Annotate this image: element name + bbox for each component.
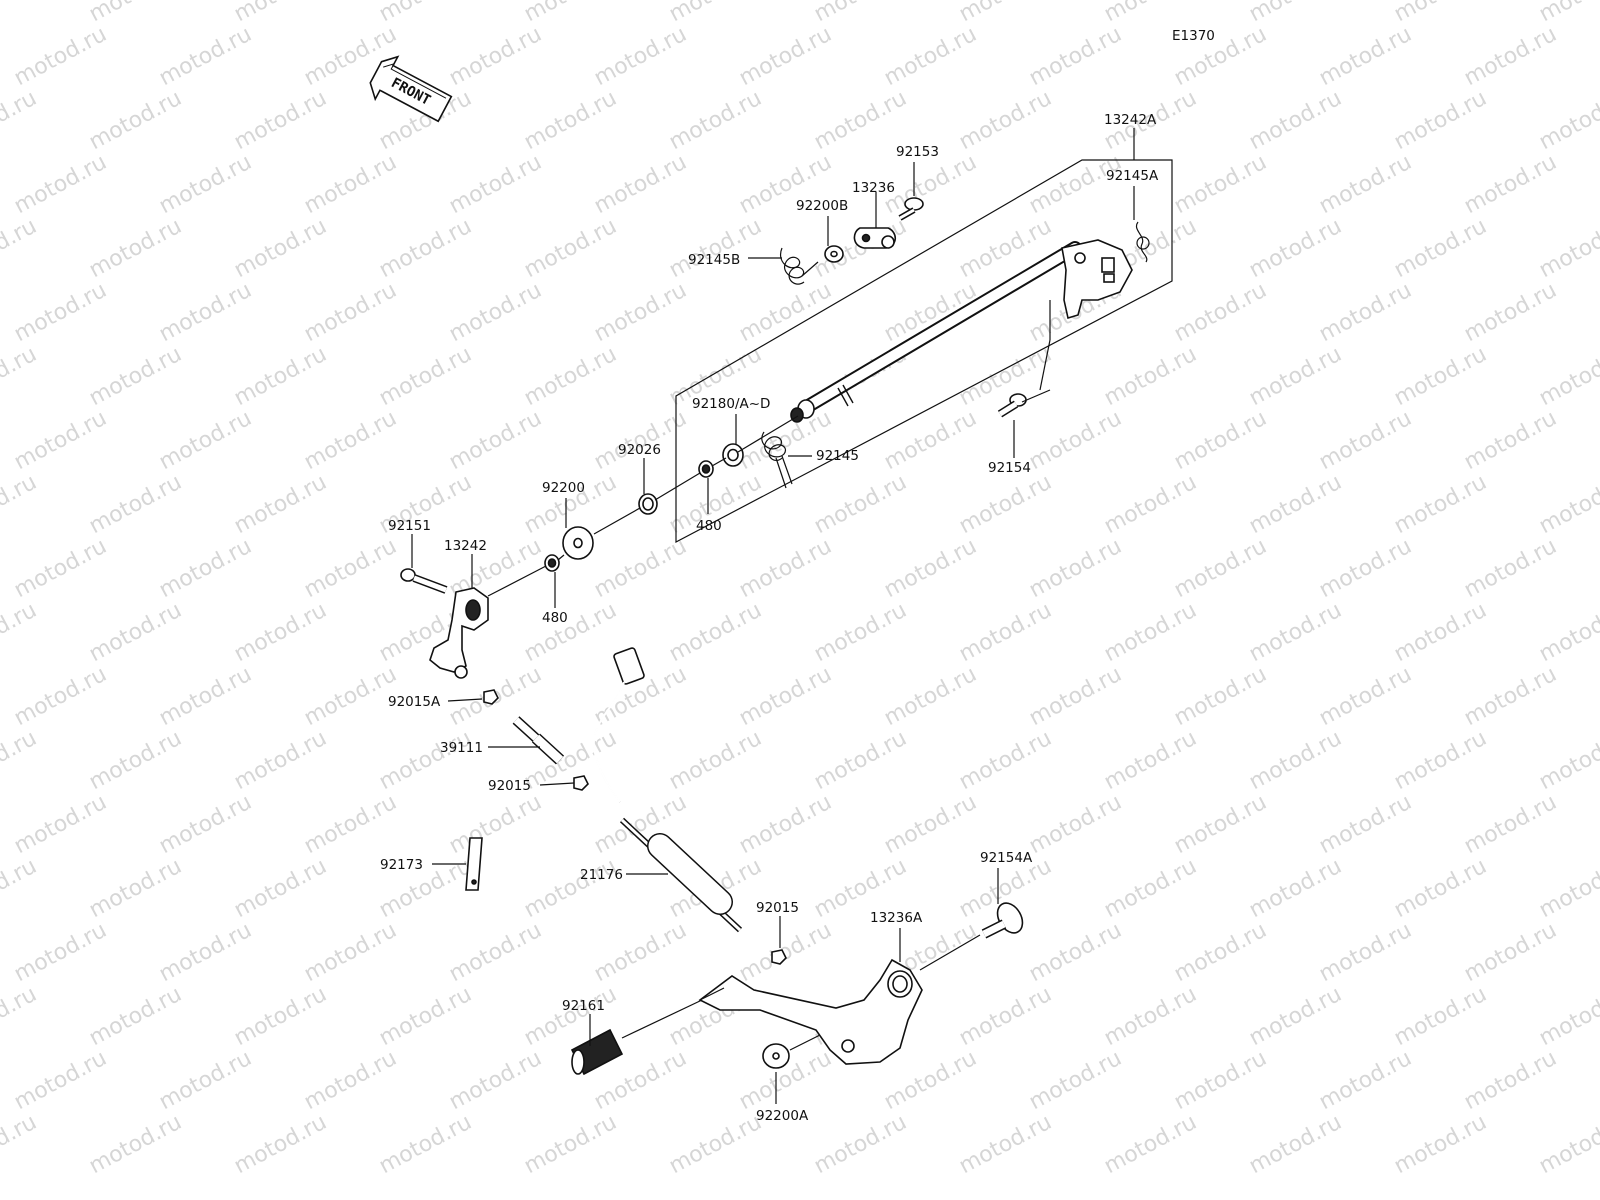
- label-13242: 13242: [444, 538, 487, 554]
- shift-lever-13242-icon: [429, 587, 489, 679]
- pin-92173-icon: [465, 837, 483, 891]
- circlip-480-lower-icon: [544, 554, 560, 572]
- nut-92015a-icon: [483, 689, 499, 705]
- washer-92200b-icon: [824, 245, 844, 263]
- rod-21176-icon: [592, 647, 743, 933]
- axis-lines: [487, 415, 981, 1051]
- label-92145a: 92145A: [1106, 168, 1159, 184]
- label-92200b: 92200B: [796, 198, 848, 214]
- circlip-480-upper-icon: [698, 460, 714, 478]
- label-92151: 92151: [388, 518, 431, 534]
- label-480-upper: 480: [696, 518, 722, 534]
- label-92161: 92161: [562, 998, 605, 1014]
- label-92015-lower: 92015: [756, 900, 799, 916]
- label-480-lower: 480: [542, 610, 568, 626]
- diagram-code: E1370: [1172, 28, 1215, 44]
- bolt-92154-icon: [997, 389, 1051, 418]
- rubber-92161-icon: [570, 1028, 624, 1076]
- label-13236: 13236: [852, 180, 895, 196]
- rod-39111-icon: [512, 716, 565, 765]
- label-92173: 92173: [380, 857, 423, 873]
- bolt-92153-icon: [898, 197, 924, 221]
- label-92026: 92026: [618, 442, 661, 458]
- washer-92200-icon: [562, 526, 594, 560]
- label-92145b: 92145B: [688, 252, 740, 268]
- spring-92145b-icon: [780, 247, 819, 285]
- bolt-92151-icon: [400, 568, 448, 594]
- label-13236a: 13236A: [870, 910, 923, 926]
- washer-92200a-icon: [762, 1043, 790, 1069]
- plate-13236-icon: [853, 227, 897, 249]
- part-labels: 13242A 92153 92145A 13236 92200B 92145B …: [380, 112, 1159, 1124]
- assembly-outline: [675, 128, 1173, 543]
- spring-92145-icon: [761, 431, 793, 489]
- label-92200: 92200: [542, 480, 585, 496]
- pedal-13236a-icon: [698, 958, 923, 1065]
- label-92200a: 92200A: [756, 1108, 809, 1124]
- label-21176: 21176: [580, 867, 623, 883]
- label-13242a: 13242A: [1104, 112, 1157, 128]
- shift-shaft: [790, 239, 1133, 423]
- leader-lines: [411, 162, 1135, 1104]
- nut-92015-lower-icon: [771, 949, 787, 965]
- nut-92015-upper-icon: [573, 775, 589, 791]
- bolt-92154a-icon: [981, 902, 1024, 939]
- label-92015a: 92015A: [388, 694, 441, 710]
- label-92154: 92154: [988, 460, 1031, 476]
- spring-92145a-icon: [1136, 221, 1150, 263]
- label-92153: 92153: [896, 144, 939, 160]
- washer-92026-icon: [638, 493, 658, 515]
- washer-92180-icon: [722, 443, 744, 467]
- label-92145: 92145: [816, 448, 859, 464]
- front-arrow-icon: FRONT: [369, 55, 453, 123]
- label-92015-upper: 92015: [488, 778, 531, 794]
- label-92154a: 92154A: [980, 850, 1033, 866]
- label-39111: 39111: [440, 740, 483, 756]
- label-92180: 92180/A~D: [692, 396, 770, 412]
